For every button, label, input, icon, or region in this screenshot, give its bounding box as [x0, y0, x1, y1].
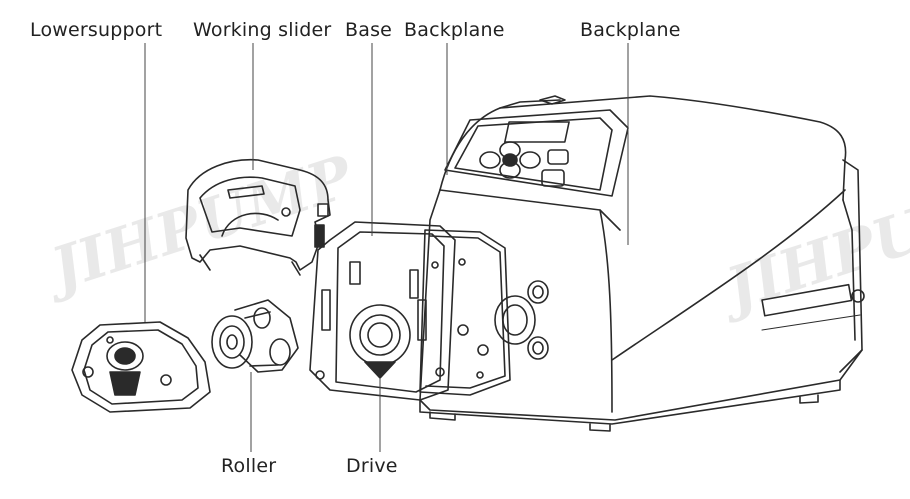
- pump-body: [419, 95, 865, 432]
- label-roller: Roller: [221, 455, 277, 477]
- roller-part: [211, 299, 299, 373]
- leader-lines: [144, 43, 629, 452]
- working-slider-part: [185, 158, 331, 276]
- label-base: Base: [345, 19, 393, 41]
- backplane-plate: [419, 229, 549, 396]
- watermarks: JIHPUMP JIHPUMP: [34, 142, 910, 326]
- label-working-slider: Working slider: [193, 19, 332, 41]
- base-part: [309, 221, 456, 401]
- label-backplane-left: Backplane: [404, 19, 505, 41]
- svg-text:JIHPUMP: JIHPUMP: [709, 162, 910, 326]
- label-backplane-right: Backplane: [580, 19, 681, 41]
- label-lower-support: Lowersupport: [30, 19, 163, 41]
- lower-support-part: [71, 321, 211, 413]
- label-drive: Drive: [346, 455, 398, 477]
- svg-text:JIHPUMP: JIHPUMP: [34, 142, 362, 306]
